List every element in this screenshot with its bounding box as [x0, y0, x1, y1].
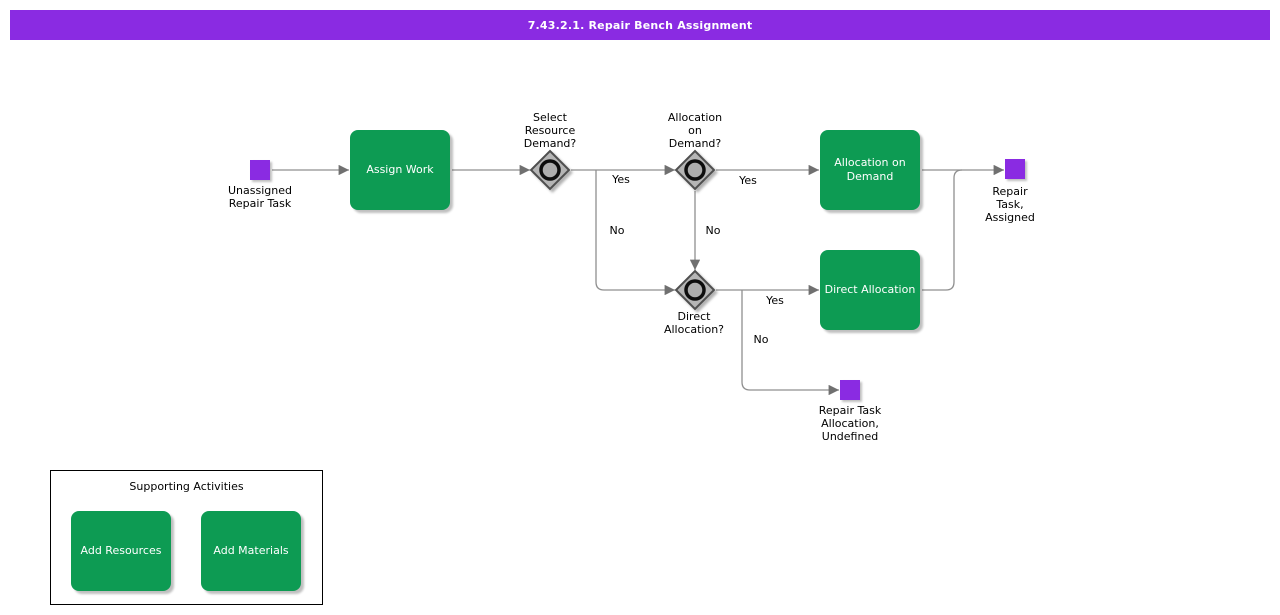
activity-add-resources-label: Add Resources	[80, 544, 162, 557]
gateway-allocation-circle-icon	[684, 159, 706, 181]
edge-label-direct-yes: Yes	[766, 294, 784, 307]
edge-label-select-no: No	[609, 224, 625, 237]
end-event-repair-task-allocation-undefined	[840, 380, 860, 400]
activity-direct-allocation[interactable]: Direct Allocation	[820, 250, 920, 330]
edge-select-no-to-direct-gateway	[595, 170, 675, 296]
activity-allocation-on-demand-label: Allocation on Demand	[834, 156, 906, 183]
activity-add-resources[interactable]: Add Resources	[71, 511, 171, 591]
label-allocation-on-demand-question: Allocation on Demand?	[667, 111, 723, 150]
end-event-repair-task-assigned	[1005, 159, 1025, 179]
start-event-unassigned-repair-task	[250, 160, 270, 180]
edge-label-allocation-no: No	[705, 224, 721, 237]
diagram-title-bar: 7.43.2.1. Repair Bench Assignment	[10, 10, 1270, 40]
activity-direct-allocation-label: Direct Allocation	[824, 283, 916, 296]
activity-assign-work-label: Assign Work	[366, 163, 434, 176]
edge-label-allocation-yes: Yes	[739, 174, 757, 187]
label-select-resource-demand: Select Resource Demand?	[523, 111, 577, 150]
activity-add-materials-label: Add Materials	[213, 544, 289, 557]
edge-direct-no-to-undefined	[741, 290, 839, 396]
activity-allocation-on-demand[interactable]: Allocation on Demand	[820, 130, 920, 210]
edge-label-select-yes: Yes	[612, 173, 630, 186]
label-repair-task-assigned: Repair Task, Assigned	[985, 185, 1035, 224]
activity-assign-work[interactable]: Assign Work	[350, 130, 450, 210]
supporting-activities-title: Supporting Activities	[129, 480, 244, 493]
edge-label-direct-no: No	[753, 333, 769, 346]
gateway-select-circle-icon	[539, 159, 561, 181]
label-direct-allocation-question: Direct Allocation?	[663, 310, 725, 336]
label-unassigned-repair-task: Unassigned Repair Task	[228, 184, 292, 210]
activity-add-materials[interactable]: Add Materials	[201, 511, 301, 591]
edge-direct-box-to-end	[922, 169, 963, 291]
label-repair-task-allocation-undefined: Repair Task Allocation, Undefined	[818, 404, 882, 443]
supporting-activities-panel: Supporting Activities Add Resources Add …	[50, 470, 323, 605]
gateway-direct-circle-icon	[684, 279, 706, 301]
diagram-title: 7.43.2.1. Repair Bench Assignment	[527, 18, 753, 32]
